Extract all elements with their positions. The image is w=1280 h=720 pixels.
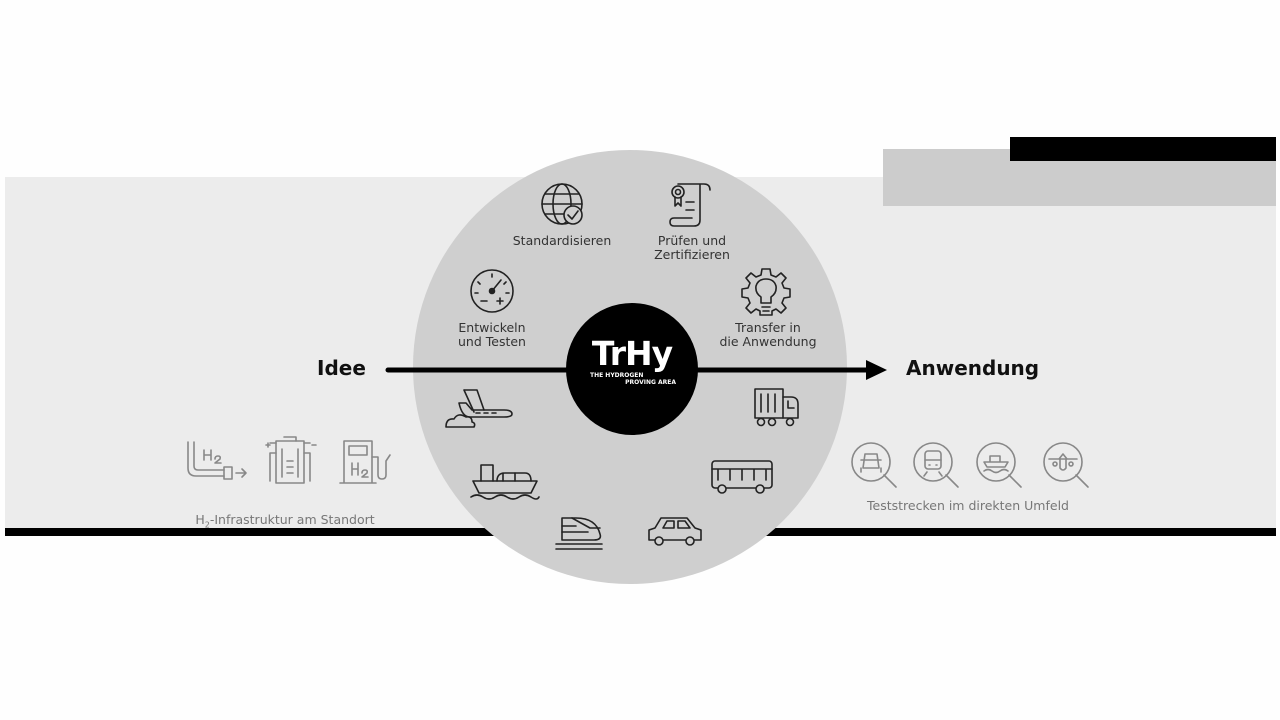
ship-icon	[470, 464, 540, 500]
trhy-logo: TrHy THE HYDROGEN PROVING AREA	[572, 334, 692, 387]
train-icon	[555, 517, 603, 550]
label-test-certify: Prüfen und Zertifizieren	[654, 233, 730, 262]
logo-name: TrHy	[591, 334, 673, 373]
label-standardize: Standardisieren	[512, 233, 612, 248]
label-infrastructure: H2-Infrastruktur am Standort	[170, 499, 400, 533]
logo-tagline-1: THE HYDROGEN	[590, 372, 644, 379]
rail-search-icon	[913, 442, 959, 488]
label-infrastructure-h: H	[195, 512, 205, 527]
label-infrastructure-rest: -Infrastruktur am Standort	[209, 512, 375, 527]
logo-tagline-2: PROVING AREA	[625, 379, 676, 386]
label-infrastructure-sub: 2	[204, 520, 210, 530]
label-develop-test: Entwickeln und Testen	[458, 320, 526, 349]
black-tab	[1010, 137, 1276, 161]
h2-pipeline-icon	[187, 441, 247, 480]
globe-check-icon	[541, 183, 583, 225]
logo-disc	[566, 303, 698, 435]
label-test-tracks: Teststrecken im direkten Umfeld	[867, 498, 1069, 513]
road-search-icon	[851, 442, 897, 488]
bus-icon	[711, 460, 773, 494]
label-transfer: Transfer in die Anwendung	[719, 320, 817, 349]
car-icon	[648, 517, 702, 546]
airplane-icon	[445, 389, 513, 428]
air-search-icon	[1043, 442, 1089, 488]
arrow-head	[866, 360, 887, 380]
h2-fuel-pump-icon	[339, 440, 391, 484]
electrolyzer-icon	[265, 436, 317, 484]
truck-icon	[754, 388, 799, 427]
gauge-icon	[470, 269, 514, 313]
gear-bulb-icon	[741, 268, 791, 316]
label-application: Anwendung	[906, 356, 1040, 380]
label-idea: Idee	[317, 356, 366, 380]
water-search-icon	[976, 442, 1022, 488]
certificate-scroll-icon	[669, 183, 711, 227]
